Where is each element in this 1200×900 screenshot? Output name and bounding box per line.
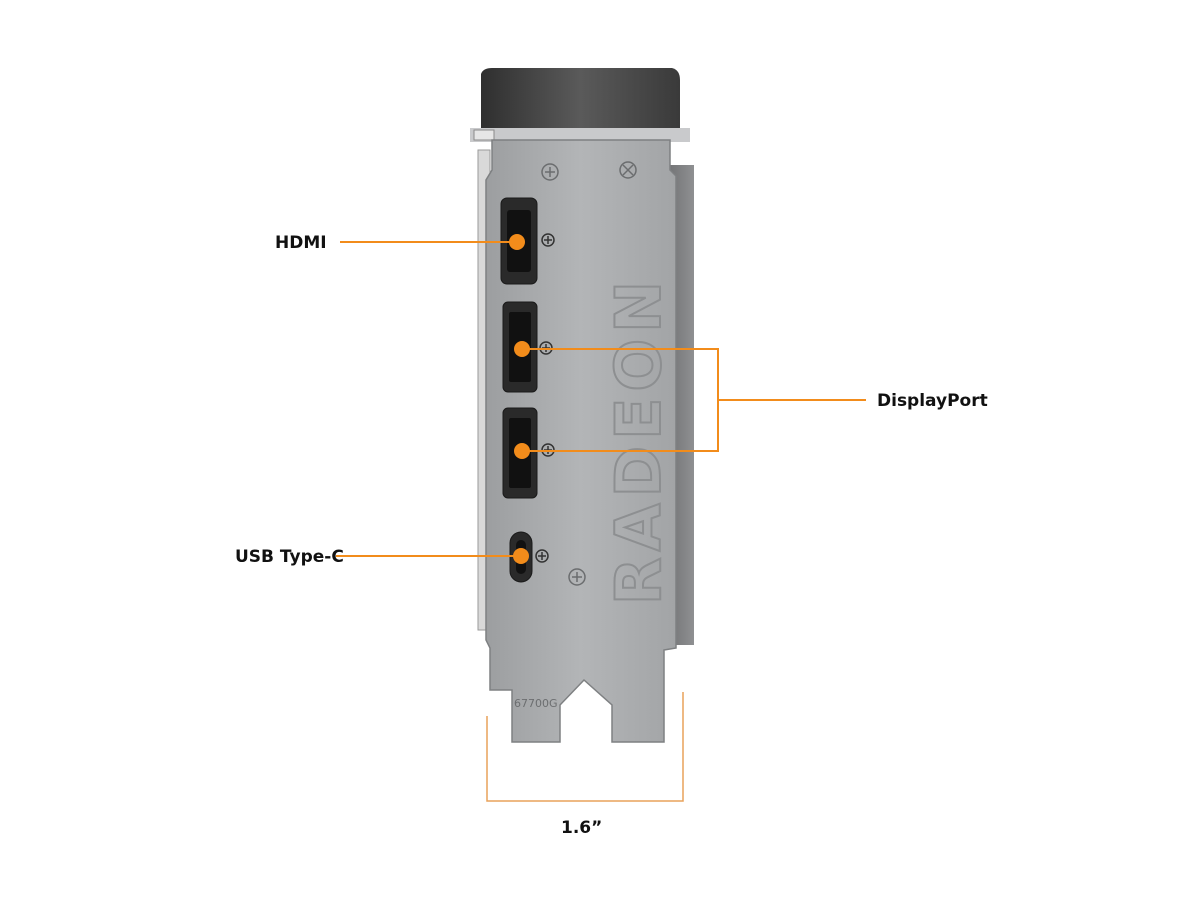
displayport-2-callout-dot — [514, 443, 530, 459]
io-bracket — [485, 139, 677, 743]
bracket-screw-holes — [541, 161, 637, 586]
bracket-brand-emboss: RADEON — [602, 275, 675, 605]
width-dimension-bracket — [486, 692, 684, 802]
hdmi-callout-dot — [509, 234, 525, 250]
hdmi-label: HDMI — [275, 233, 327, 253]
usb-type-c-label: USB Type-C — [235, 547, 344, 567]
displayport-1-callout-dot — [514, 341, 530, 357]
width-dimension-label: 1.6” — [561, 818, 603, 838]
callout-lines — [336, 241, 866, 557]
usb-c-callout-dot — [513, 548, 529, 564]
card-shroud — [470, 68, 690, 142]
callout-dots — [509, 234, 530, 564]
displayport-label: DisplayPort — [877, 391, 988, 411]
bracket-model-number: 67700G — [514, 697, 558, 710]
